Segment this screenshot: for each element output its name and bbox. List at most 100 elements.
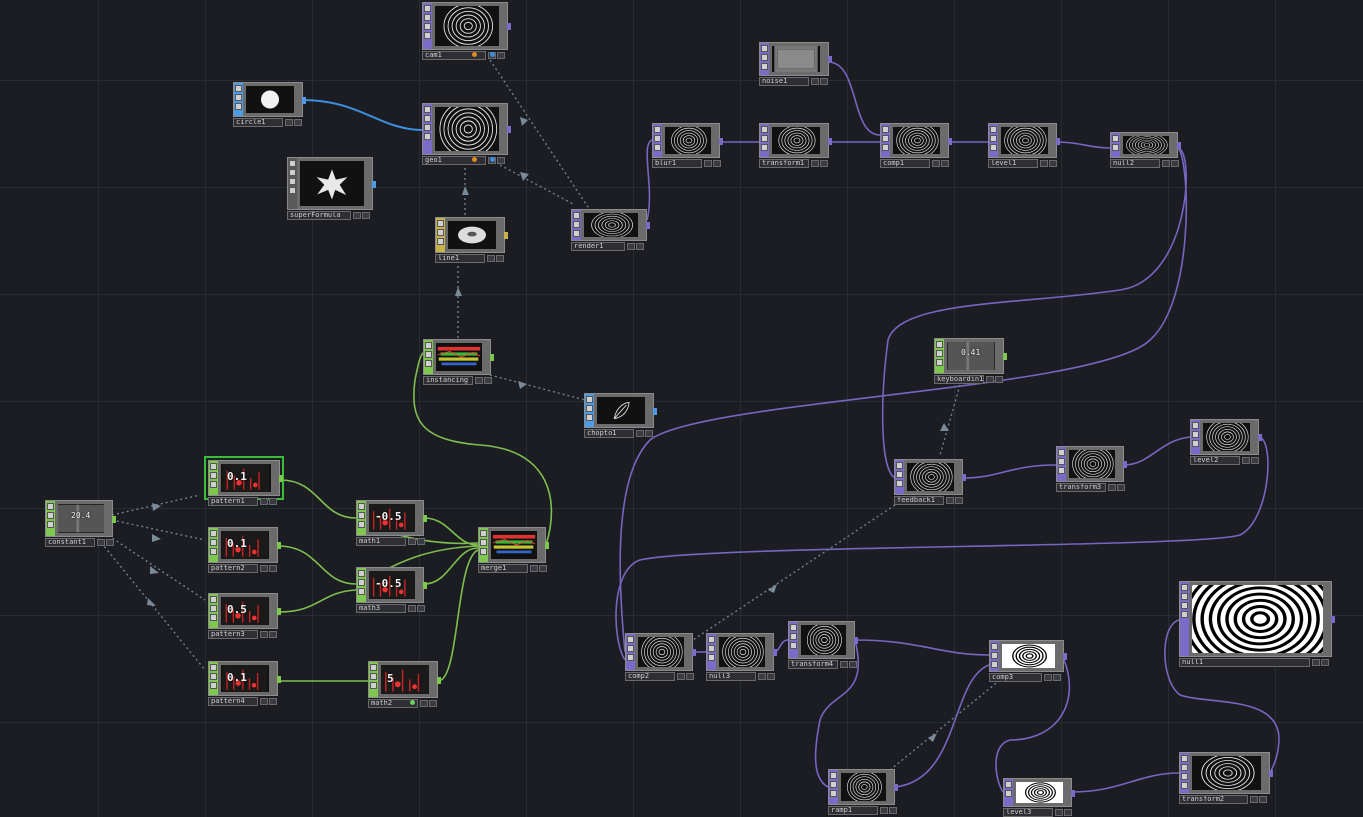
node-flag-strip[interactable]	[479, 528, 488, 562]
node-viewer-toggle[interactable]	[1064, 809, 1072, 816]
node-flag-button[interactable]	[1192, 422, 1199, 429]
node-flag-button[interactable]	[990, 135, 997, 142]
node-instancing[interactable]	[423, 339, 494, 375]
node-flag-button[interactable]	[790, 633, 797, 640]
node-output-connector[interactable]	[1071, 789, 1075, 797]
node-flag-button[interactable]	[573, 230, 580, 237]
node-viewer-toggle[interactable]	[294, 119, 302, 126]
node-output-connector[interactable]	[507, 126, 511, 133]
node-viewer[interactable]	[772, 127, 820, 154]
node-viewer-toggle[interactable]	[1321, 659, 1329, 666]
node-viewer-toggle[interactable]	[941, 160, 949, 167]
node-bypass-toggle[interactable]	[1040, 160, 1048, 167]
node-name-label[interactable]: comp3	[989, 673, 1042, 682]
node-flag-button[interactable]	[1181, 773, 1188, 780]
node-name-label[interactable]: superFormula	[287, 211, 351, 220]
node-viewer-toggle[interactable]	[429, 700, 437, 707]
node-bypass-toggle[interactable]	[420, 700, 428, 707]
node-flag-button[interactable]	[424, 124, 431, 131]
node-flag-button[interactable]	[708, 636, 715, 643]
node-output-connector[interactable]	[277, 675, 281, 683]
node-math1[interactable]: -0.5	[356, 500, 427, 536]
node-output-connector[interactable]	[423, 582, 427, 589]
node-flag-button[interactable]	[1058, 467, 1065, 474]
node-viewer[interactable]	[491, 531, 537, 559]
node-bypass-toggle[interactable]	[811, 160, 819, 167]
node-bypass-toggle[interactable]	[880, 807, 888, 814]
node-output-connector[interactable]	[507, 23, 511, 30]
node-output-connector[interactable]	[828, 56, 832, 63]
node-viewer[interactable]	[1203, 423, 1250, 451]
node-name-label[interactable]: constant1	[45, 538, 95, 547]
export-flag-icon[interactable]	[410, 700, 415, 705]
node-bypass-toggle[interactable]	[1044, 674, 1052, 681]
node-output-connector[interactable]	[1063, 653, 1067, 660]
node-flag-button[interactable]	[480, 548, 487, 555]
node-name-label[interactable]: transform1	[759, 159, 809, 168]
node-name-label[interactable]: line1	[435, 254, 485, 263]
node-viewer-toggle[interactable]	[1259, 796, 1267, 803]
node-flag-button[interactable]	[882, 135, 889, 142]
node-output-connector[interactable]	[948, 137, 952, 145]
node-null3[interactable]	[706, 633, 777, 671]
node-pattern3[interactable]: 0.5	[208, 593, 281, 629]
node-viewer-toggle[interactable]	[820, 78, 828, 85]
node-viewer-toggle[interactable]	[269, 631, 277, 638]
node-bypass-toggle[interactable]	[811, 78, 819, 85]
node-output-connector[interactable]	[279, 475, 283, 482]
node-flag-button[interactable]	[1181, 611, 1188, 618]
node-viewer[interactable]: -0.5	[369, 571, 415, 599]
node-flag-button[interactable]	[235, 85, 242, 92]
node-flag-strip[interactable]	[209, 528, 218, 562]
node-name-label[interactable]: ramp1	[828, 806, 878, 815]
node-bypass-toggle[interactable]	[636, 430, 644, 437]
render-flag-icon[interactable]	[472, 157, 477, 162]
node-viewer-toggle[interactable]	[497, 157, 505, 164]
node-pattern2[interactable]: 0.1	[208, 527, 281, 563]
node-math3[interactable]: -0.5	[356, 567, 427, 603]
display-flag-icon[interactable]	[490, 157, 495, 162]
node-viewer-toggle[interactable]	[497, 52, 505, 59]
node-flag-strip[interactable]	[895, 460, 904, 494]
node-viewer-toggle[interactable]	[645, 430, 653, 437]
node-output-connector[interactable]	[692, 649, 696, 656]
node-bypass-toggle[interactable]	[627, 243, 635, 250]
node-flag-button[interactable]	[235, 103, 242, 110]
node-viewer-toggle[interactable]	[713, 160, 721, 167]
node-circle1[interactable]	[233, 82, 306, 117]
node-flag-button[interactable]	[896, 471, 903, 478]
node-cam1[interactable]	[422, 2, 511, 50]
node-level2[interactable]	[1190, 419, 1262, 455]
node-viewer-toggle[interactable]	[1049, 160, 1057, 167]
render-flag-icon[interactable]	[472, 52, 477, 57]
node-viewer[interactable]: 0.1	[221, 464, 271, 492]
node-viewer[interactable]: 20.4	[58, 504, 104, 533]
node-viewer-toggle[interactable]	[417, 605, 425, 612]
node-output-connector[interactable]	[653, 407, 657, 415]
node-output-connector[interactable]	[277, 542, 281, 549]
node-flag-button[interactable]	[437, 238, 444, 245]
node-flag-button[interactable]	[830, 781, 837, 788]
node-flag-button[interactable]	[1005, 781, 1012, 788]
node-flag-button[interactable]	[424, 115, 431, 122]
node-viewer[interactable]: -0.5	[369, 504, 415, 532]
node-viewer-toggle[interactable]	[889, 807, 897, 814]
node-viewer[interactable]	[893, 127, 940, 154]
node-viewer[interactable]	[1001, 127, 1048, 154]
node-flag-button[interactable]	[1112, 135, 1119, 142]
node-viewer[interactable]	[772, 46, 820, 72]
node-viewer[interactable]	[1016, 782, 1063, 803]
node-flag-button[interactable]	[573, 221, 580, 228]
node-flag-button[interactable]	[654, 144, 661, 151]
node-bypass-toggle[interactable]	[1312, 659, 1320, 666]
node-output-connector[interactable]	[545, 542, 549, 549]
node-viewer-toggle[interactable]	[995, 376, 1003, 383]
node-flag-button[interactable]	[761, 135, 768, 142]
node-viewer-toggle[interactable]	[417, 538, 425, 545]
node-flag-strip[interactable]	[424, 340, 433, 374]
node-viewer[interactable]	[1123, 136, 1169, 154]
node-output-connector[interactable]	[854, 637, 858, 644]
node-flag-button[interactable]	[358, 521, 365, 528]
node-bypass-toggle[interactable]	[530, 565, 538, 572]
node-transform4[interactable]	[788, 621, 858, 659]
